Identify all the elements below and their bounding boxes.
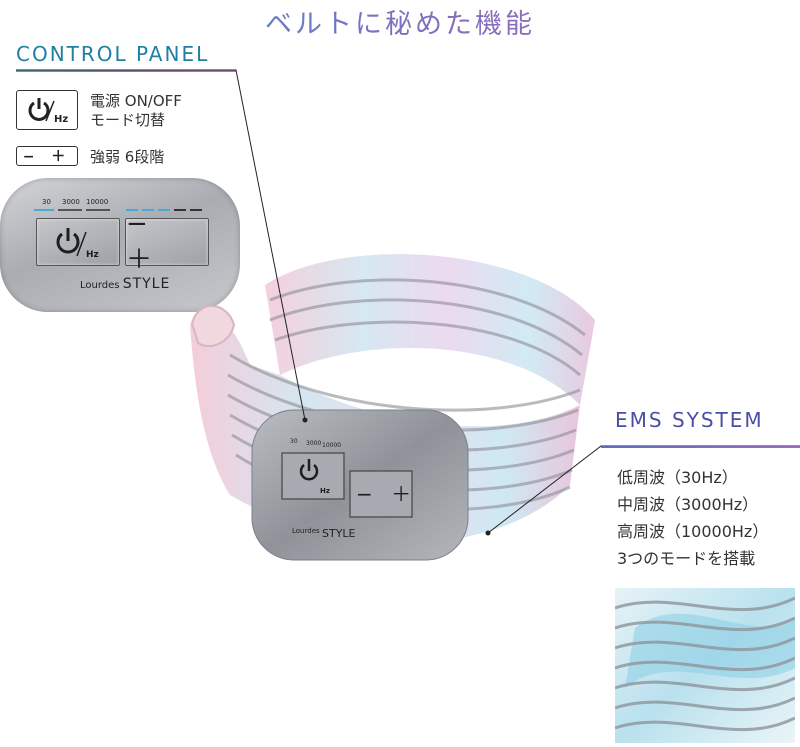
ems-mode-summary: 3つのモードを搭載	[617, 549, 756, 568]
intensity-feature-text: 強弱 6段階	[90, 148, 164, 167]
belt-stripe-closeup-photo	[615, 588, 795, 743]
power-symbol-icon: Hz	[56, 228, 99, 260]
belt-power-icon	[299, 464, 319, 481]
belt-intensity-label: − ＋	[356, 482, 417, 506]
intensity-feature-line-1: 強弱 6段階	[90, 148, 165, 166]
belt-mode-label-30: 30	[290, 438, 298, 445]
control-panel-heading: CONTROL PANEL	[16, 42, 210, 66]
mode-label-10000: 10000	[86, 198, 109, 206]
closeup-power-button: Hz	[36, 218, 120, 266]
page-title: ベルトに秘めた機能	[0, 2, 800, 41]
ems-mode-list: 低周波（30Hz） 中周波（3000Hz） 高周波（10000Hz） 3つのモー…	[617, 464, 768, 572]
slimming-belt-illustration: 30 3000 10000 Hz − ＋ Lourdes STYLE	[190, 254, 595, 561]
belt-mode-label-3000: 3000	[306, 440, 321, 447]
ems-mode-low: 低周波（30Hz）	[617, 468, 738, 487]
power-feature-line-2: モード切替	[90, 111, 166, 129]
power-feature-text: 電源 ON/OFF モード切替	[90, 92, 182, 130]
belt-hz-label: Hz	[320, 487, 330, 495]
belt-logo-small: Lourdes	[292, 527, 320, 535]
power-hz-icon: Hz	[16, 90, 78, 130]
logo-small-text: Lourdes	[80, 280, 120, 291]
ems-mode-mid: 中周波（3000Hz）	[617, 495, 759, 514]
logo-large-text: STYLE	[122, 276, 171, 292]
ems-mode-high: 高周波（10000Hz）	[617, 522, 769, 541]
belt-logo-large: STYLE	[322, 527, 356, 540]
closeup-hz-label: Hz	[86, 250, 99, 260]
control-panel-rule	[16, 70, 236, 72]
belt-mode-label-10000: 10000	[322, 442, 341, 449]
belt-intensity-button	[349, 470, 413, 518]
power-feature-line-1: 電源 ON/OFF	[90, 92, 182, 110]
belt-power-button	[281, 452, 345, 500]
ems-system-heading: EMS SYSTEM	[615, 408, 764, 432]
mode-label-30: 30	[42, 198, 51, 206]
ems-system-rule	[601, 446, 800, 448]
minus-plus-icon: − ＋	[16, 146, 78, 166]
power-symbol-icon: Hz	[28, 98, 68, 125]
mode-label-3000: 3000	[62, 198, 80, 206]
brand-logo: Lourdes STYLE	[80, 276, 170, 292]
hz-label: Hz	[54, 114, 68, 125]
